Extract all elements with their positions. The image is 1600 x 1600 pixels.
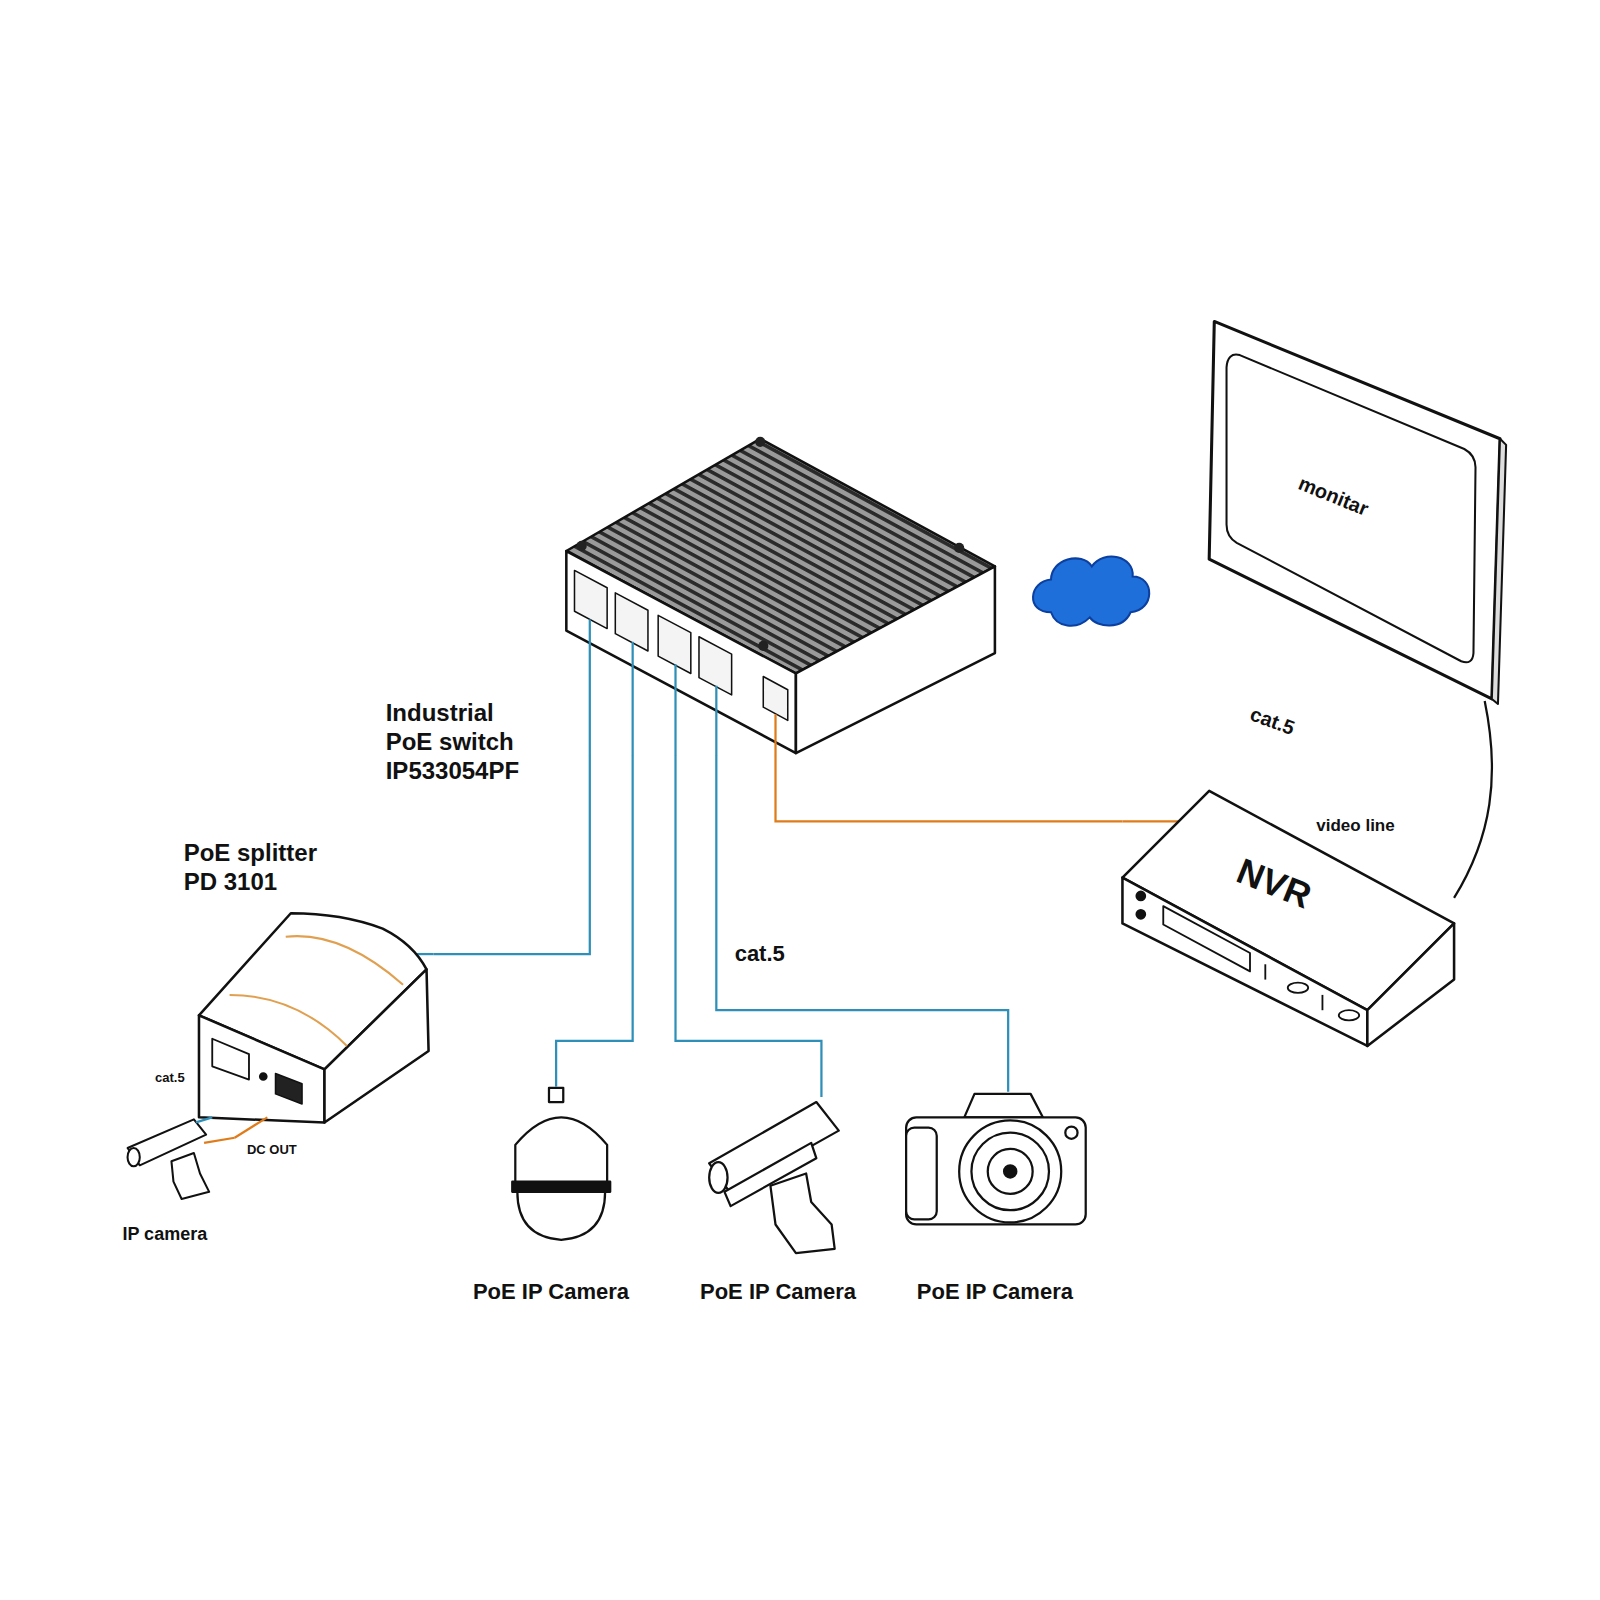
switch-node: Industrial PoE switch IP533054PF (566, 439, 1000, 755)
node-label: IP camera (122, 1224, 234, 1246)
camera-node: PoE IP Camera (893, 1092, 1097, 1316)
node-label: Industrial PoE switch IP533054PF (386, 699, 539, 785)
cable-line (235, 1117, 268, 1137)
node-label: PoE splitter PD 3101 (184, 839, 347, 897)
splitter-node: PoE splitter PD 3101 (194, 908, 434, 1117)
camera-node: PoE IP Camera (679, 1097, 878, 1316)
cable-line (196, 1117, 212, 1122)
node-label: PoE IP Camera (893, 1279, 1097, 1305)
cable-stub (204, 619, 1178, 1142)
cable-label: video line (1314, 816, 1396, 836)
cable-label: cat.5 (733, 941, 787, 966)
poe-splitter (199, 913, 429, 1122)
network-cloud (1033, 557, 1149, 626)
node-label: NVR (1231, 849, 1318, 918)
dome-camera (512, 1088, 610, 1240)
cable-line (1454, 701, 1492, 898)
nvr-box (1122, 791, 1454, 1046)
cable-label: cat.5 (153, 1071, 187, 1086)
dslr-camera (906, 1094, 1086, 1225)
poe-switch (566, 437, 995, 753)
monitor-node: monitar (1207, 318, 1505, 701)
cable-line (716, 755, 1008, 1092)
camera-node: PoE IP Camera (449, 1087, 653, 1317)
monitor (1209, 321, 1506, 704)
node-label: PoE IP Camera (679, 1279, 878, 1305)
node-label: PoE IP Camera (449, 1279, 653, 1305)
camera-node: IP camera (122, 1122, 234, 1255)
cable-label: DC OUT (245, 1143, 299, 1158)
nvr-node: NVR (1122, 786, 1454, 1051)
bullet-camera (709, 1102, 839, 1253)
cable-line (434, 755, 590, 954)
node-label: monitar (1295, 471, 1372, 521)
ip-camera (128, 1119, 210, 1199)
cable-line (776, 755, 1123, 821)
cable-label: cat.5 (1245, 702, 1299, 741)
cable-line (556, 755, 633, 1087)
cable-line (676, 755, 822, 1097)
